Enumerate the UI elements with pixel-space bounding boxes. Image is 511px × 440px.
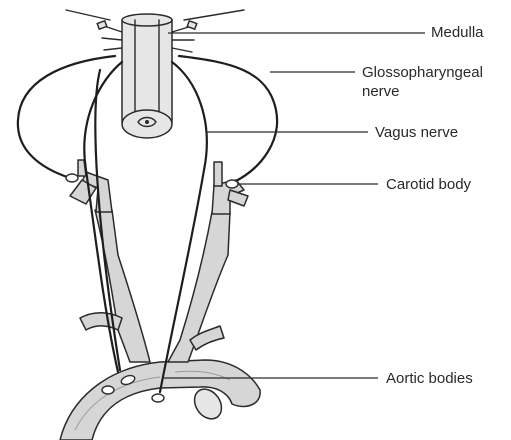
glossopharyngeal-nerve-label: Glossopharyngeal nerve — [362, 63, 483, 101]
medulla-structure — [66, 10, 244, 138]
carotid-body-label: Carotid body — [386, 175, 471, 194]
medulla-label: Medulla — [431, 23, 484, 42]
right-carotid-artery — [168, 162, 248, 362]
vagus-nerve-label: Vagus nerve — [375, 123, 458, 142]
glossopharyngeal-label-line1: Glossopharyngeal — [362, 63, 483, 82]
aortic-bodies-label: Aortic bodies — [386, 369, 473, 388]
glossopharyngeal-label-line2: nerve — [362, 82, 483, 101]
